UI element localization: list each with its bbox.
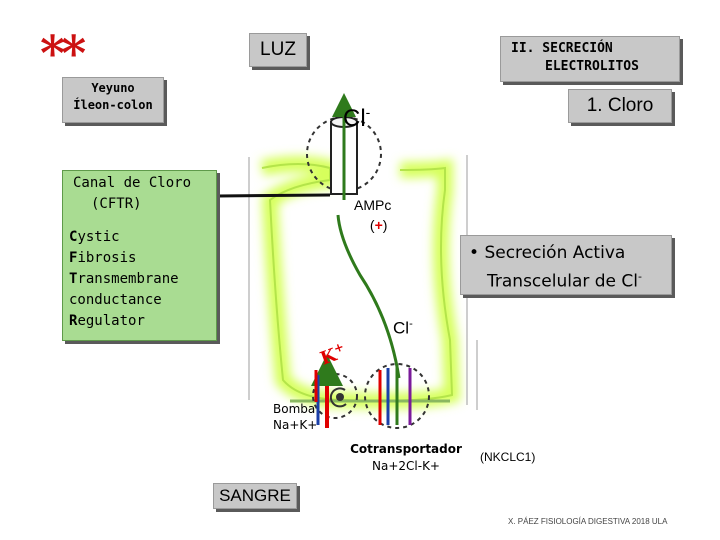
- section-line1: II. SECRECIÓN: [511, 41, 613, 56]
- cftr-word-rest: conductance: [69, 292, 162, 308]
- cftr-word-rest: ystic: [77, 229, 120, 245]
- cl-lumen-sup: -: [365, 104, 371, 120]
- cl-transport-path: [336, 214, 401, 379]
- cftr-initial: C: [69, 229, 78, 245]
- cotransporter-label: Cotransportador Na+2Cl-K+: [350, 442, 462, 473]
- cl-lumen-text: Cl: [343, 105, 366, 132]
- active-secretion-line1: Secreción Activa: [484, 243, 626, 263]
- cl-lumen-label: Cl-: [343, 104, 370, 133]
- cftr-word-rest: egulator: [77, 313, 145, 329]
- location-line1: Yeyuno: [91, 81, 135, 95]
- nkcc-label: (NKCLC1): [480, 450, 536, 464]
- pump-center: [336, 393, 344, 401]
- cotransporter-circle: [364, 363, 430, 429]
- blood-label: SANGRE: [213, 483, 297, 509]
- cftr-word-rest: ibrosis: [77, 250, 137, 266]
- cftr-initial: R: [69, 313, 78, 329]
- ampc-label: AMPc (+): [354, 195, 391, 235]
- location-box: Yeyuno Íleon-colon: [62, 77, 164, 123]
- cftr-word-rest: ransmembrane: [77, 271, 179, 287]
- pump-circle: [312, 373, 358, 419]
- section-title-box: II. SECRECIÓN ELECTROLITOS: [500, 36, 680, 82]
- luz-label: LUZ: [249, 33, 307, 67]
- ampc-text: AMPc: [354, 197, 392, 213]
- cftr-box: Canal de Cloro (CFTR) Cystic Fibrosis Tr…: [62, 170, 217, 341]
- cftr-title-line1: Canal de Cloro: [73, 175, 192, 191]
- credit-footer: X. PÁEZ FISIOLOGÍA DIGESTIVA 2018 ULA: [508, 517, 668, 526]
- ampc-sign: (+): [369, 217, 388, 233]
- cl-intracellular-label: Cl-: [393, 318, 413, 338]
- cftr-pointer-line: [217, 193, 331, 198]
- bullet: •: [469, 243, 480, 263]
- cftr-expansion: Cystic Fibrosis Transmembrane conductanc…: [69, 227, 216, 332]
- cell-membrane-glow: [260, 156, 461, 409]
- pump-label: Bomba Na+K+: [273, 402, 318, 432]
- section-line2: ELECTROLITOS: [545, 59, 639, 74]
- location-line2: Íleon-colon: [73, 98, 153, 112]
- cftr-initial: T: [69, 271, 78, 287]
- cftr-initial: F: [69, 250, 78, 266]
- importance-stars: **: [40, 26, 86, 82]
- active-secretion-box: • Secreción Activa Transcelular de Cl-: [460, 235, 672, 295]
- active-secretion-line2: Transcelular de Cl: [487, 271, 639, 292]
- pump-rotation: [329, 387, 347, 408]
- subsection-box: 1. Cloro: [568, 89, 672, 123]
- cftr-title-line2: (CFTR): [91, 196, 142, 212]
